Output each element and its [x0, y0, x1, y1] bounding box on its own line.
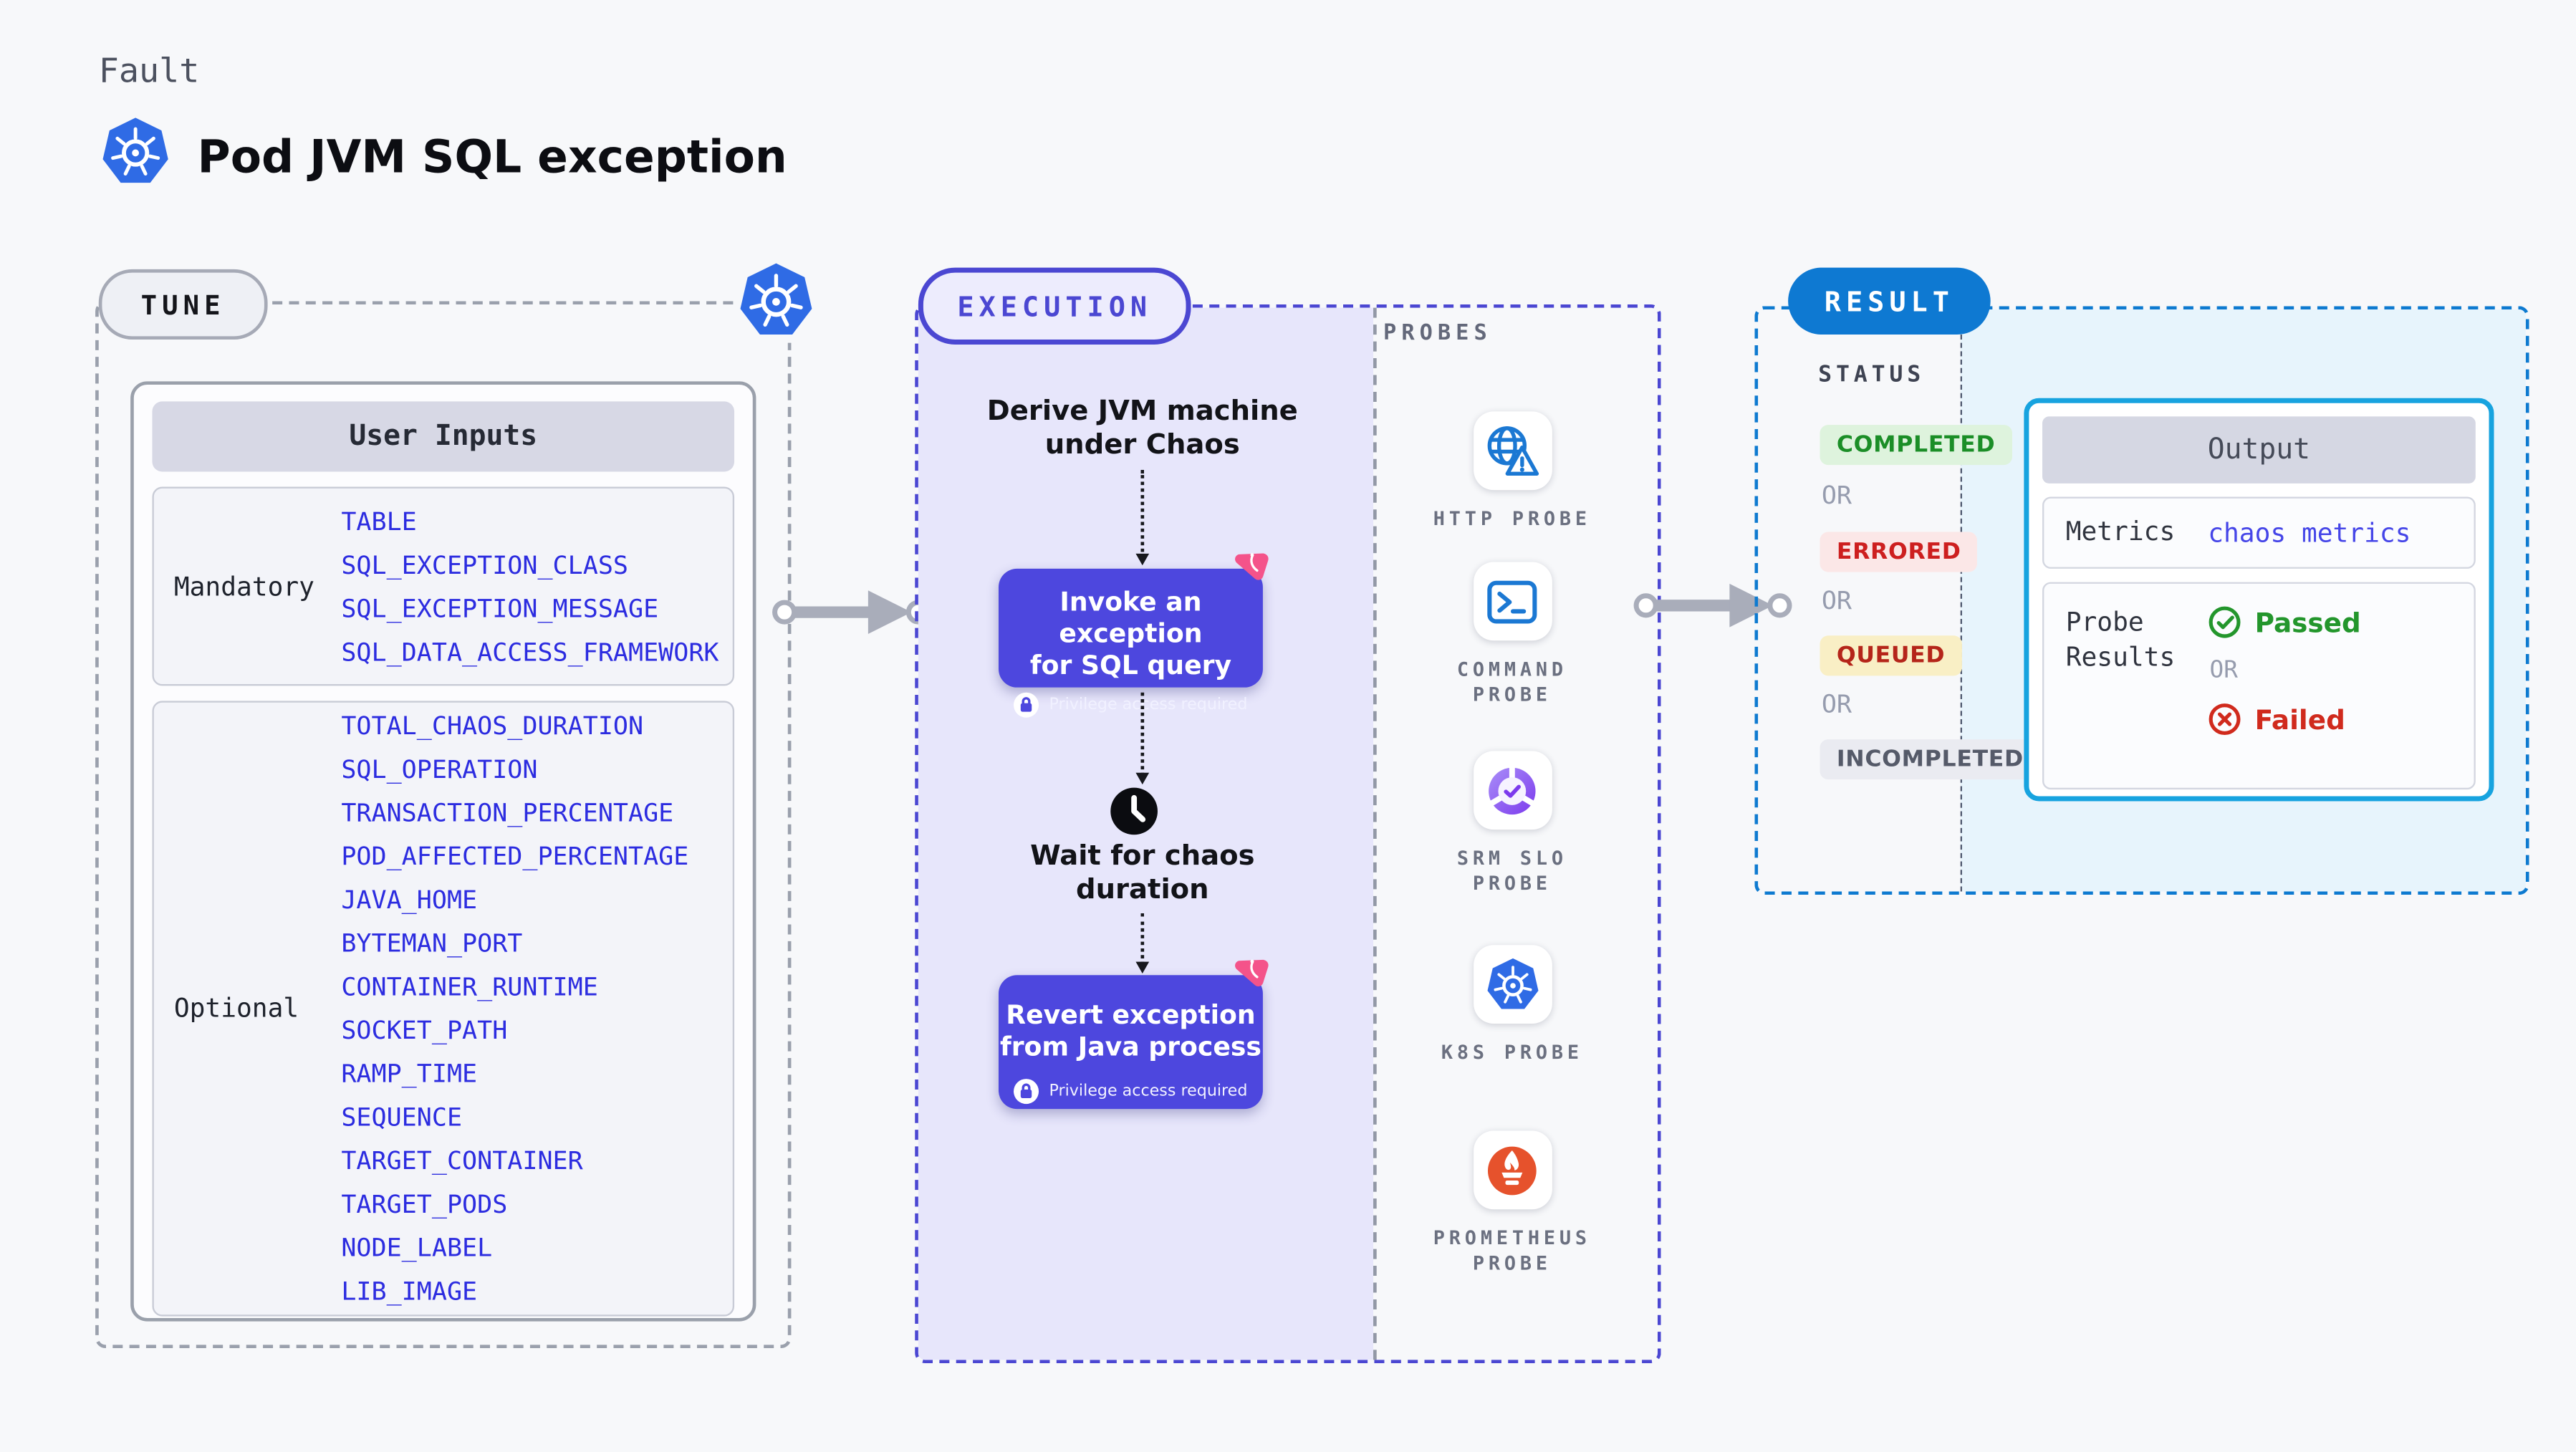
input-param: NODE_LABEL — [341, 1232, 493, 1263]
input-param: RAMP_TIME — [341, 1059, 478, 1090]
input-param: TOTAL_CHAOS_DURATION — [341, 711, 644, 741]
failed-outcome: Failed — [2208, 703, 2361, 736]
input-param: SEQUENCE — [341, 1102, 463, 1133]
clock-icon — [1109, 786, 1159, 836]
dotted-connector — [1135, 692, 1150, 785]
optional-items: TOTAL_CHAOS_DURATION SQL_OPERATION TRANS… — [341, 703, 732, 1315]
revert-exception-step: Revert exception from Java process Privi… — [998, 975, 1263, 1110]
slo-gauge-icon — [1472, 751, 1552, 830]
metrics-row: Metrics chaos metrics — [2042, 496, 2476, 569]
lock-icon — [1014, 692, 1039, 718]
status-badge-queued: QUEUED — [1820, 635, 1962, 676]
tune-badge: TUNE — [98, 269, 268, 340]
user-inputs-title: User Inputs — [152, 401, 735, 472]
probe-item: HTTP PROBE — [1370, 411, 1654, 532]
input-param: CONTAINER_RUNTIME — [341, 971, 598, 1002]
check-circle-icon — [2208, 605, 2241, 639]
step-wait: Wait for chaos duration — [1030, 840, 1255, 905]
lock-icon — [1014, 1079, 1039, 1105]
flow-arrow — [771, 587, 931, 638]
status-badge-completed: COMPLETED — [1820, 425, 2012, 466]
kubernetes-icon — [100, 114, 170, 191]
status-badge-errored: ERRORED — [1820, 532, 1978, 572]
probe-outcomes: Passed OR Failed — [2208, 605, 2361, 736]
input-param: SQL_OPERATION — [341, 754, 538, 785]
or-separator: OR — [2209, 657, 2238, 685]
step-derive: Derive JVM machine under Chaos — [986, 395, 1298, 459]
terminal-icon — [1472, 562, 1552, 641]
probes-divider — [1373, 307, 1377, 1360]
litmus-chaos-icon — [1227, 953, 1273, 999]
optional-label: Optional — [173, 993, 299, 1024]
input-param: LIB_IMAGE — [341, 1276, 478, 1307]
probe-item: SRM SLO PROBE — [1370, 751, 1654, 896]
probes-label: PROBES — [1383, 321, 1492, 347]
metrics-label: Metrics — [2065, 516, 2176, 547]
input-param: JAVA_HOME — [341, 885, 478, 915]
execution-panel — [915, 304, 1661, 1364]
or-separator: OR — [1821, 689, 1852, 720]
or-separator: OR — [1821, 480, 1852, 511]
x-circle-icon — [2208, 703, 2241, 736]
input-param: SQL_EXCEPTION_CLASS — [341, 549, 629, 580]
optional-inputs-row: Optional TOTAL_CHAOS_DURATION SQL_OPERAT… — [152, 701, 735, 1317]
input-param: SOCKET_PATH — [341, 1015, 508, 1046]
input-param: SQL_EXCEPTION_MESSAGE — [341, 592, 659, 623]
page-title: Pod JVM SQL exception — [197, 132, 787, 184]
execution-fill — [918, 307, 1374, 1360]
privilege-note: Privilege access required — [999, 692, 1263, 718]
input-param: TABLE — [341, 506, 417, 537]
probe-item: PROMETHEUS PROBE — [1370, 1130, 1654, 1276]
kubernetes-icon — [737, 259, 815, 343]
output-card: Output Metrics chaos metrics Probe Resul… — [2024, 398, 2494, 802]
output-title: Output — [2042, 416, 2476, 484]
dotted-connector — [1135, 470, 1150, 566]
privilege-note: Privilege access required — [999, 1079, 1263, 1105]
input-param: SQL_DATA_ACCESS_FRAMEWORK — [341, 636, 719, 667]
passed-outcome: Passed — [2208, 605, 2361, 639]
litmus-chaos-icon — [1227, 547, 1273, 592]
mandatory-items: TABLE SQL_EXCEPTION_CLASS SQL_EXCEPTION_… — [341, 489, 732, 684]
status-label: STATUS — [1818, 361, 1926, 388]
globe-alert-icon — [1472, 411, 1552, 491]
status-badge-incompleted: INCOMPLETED — [1820, 739, 2041, 780]
input-param: BYTEMAN_PORT — [341, 928, 523, 958]
mandatory-inputs-row: Mandatory TABLE SQL_EXCEPTION_CLASS SQL_… — [152, 486, 735, 686]
or-separator: OR — [1821, 585, 1852, 616]
kubernetes-icon — [1472, 945, 1552, 1024]
fault-eyebrow: Fault — [98, 50, 200, 91]
input-param: TRANSACTION_PERCENTAGE — [341, 797, 674, 828]
probe-results-label: Probe Results — [2065, 607, 2176, 673]
prometheus-icon — [1472, 1130, 1552, 1210]
invoke-exception-step: Invoke an exception for SQL query Privil… — [998, 568, 1263, 718]
execution-badge: EXECUTION — [918, 267, 1191, 345]
input-param: TARGET_CONTAINER — [341, 1145, 583, 1176]
probe-item: K8S PROBE — [1370, 945, 1654, 1065]
probe-results-row: Probe Results Passed OR Failed — [2042, 582, 2476, 790]
mandatory-label: Mandatory — [173, 571, 314, 602]
input-param: TARGET_PODS — [341, 1189, 508, 1220]
dotted-connector — [1135, 913, 1150, 973]
result-badge: RESULT — [1788, 267, 1991, 335]
input-param: POD_AFFECTED_PERCENTAGE — [341, 841, 689, 872]
probe-item: COMMAND PROBE — [1370, 562, 1654, 708]
tune-panel — [95, 301, 792, 1349]
user-inputs-card: User Inputs Mandatory TABLE SQL_EXCEPTIO… — [130, 381, 756, 1322]
metrics-value: chaos metrics — [2208, 517, 2411, 548]
